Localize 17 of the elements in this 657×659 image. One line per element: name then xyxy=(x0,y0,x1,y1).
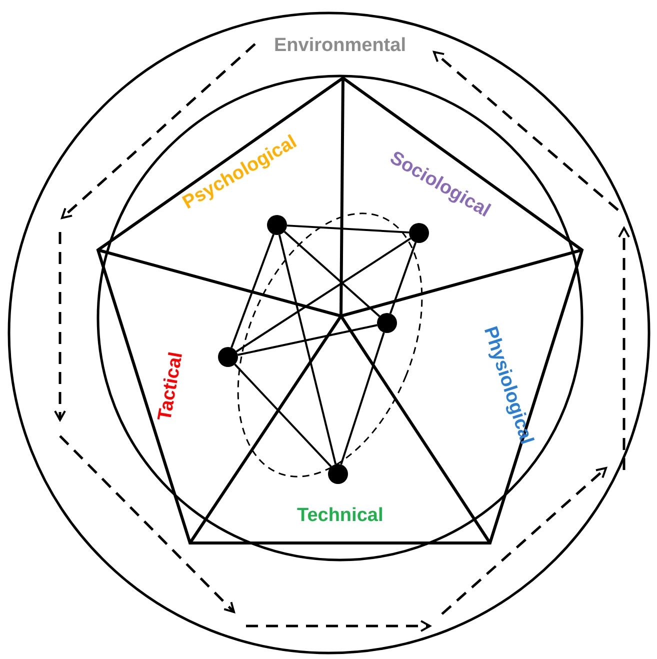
connector-line xyxy=(278,234,337,465)
network-dot xyxy=(409,223,429,243)
connector-line xyxy=(234,364,332,468)
connector-line xyxy=(340,332,385,465)
connector-line xyxy=(230,234,274,348)
network-dot xyxy=(267,215,287,235)
connector-line xyxy=(284,230,380,318)
connector-line xyxy=(236,238,412,352)
connector-line xyxy=(389,242,417,314)
connector-line xyxy=(238,324,378,356)
sector-label: Technical xyxy=(297,506,384,524)
network-dot xyxy=(328,464,348,484)
ring-label: Environmental xyxy=(274,36,406,54)
network-dot xyxy=(218,347,238,367)
sector-label: Tactical xyxy=(154,350,186,422)
network-dot xyxy=(377,313,397,333)
connector-line xyxy=(286,224,410,234)
